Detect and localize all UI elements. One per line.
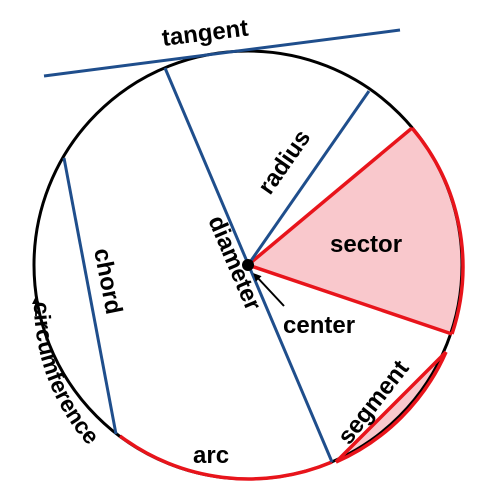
arc-highlight [118,434,333,481]
sector-label: sector [330,231,402,258]
center-point [242,259,254,271]
sector-edge-bottom [247,263,453,336]
segment-chord [334,350,448,464]
tangent-label: tangent [160,15,249,52]
radius-line [246,90,371,266]
circumference-label: circumference [29,301,105,449]
radius-label: radius [253,125,316,199]
chord-line [62,157,118,435]
sector-arc [410,126,465,335]
tangent-line [43,28,401,78]
center-label: center [283,312,355,339]
center-pointer-arrow [253,273,285,307]
segment-arc [335,351,448,464]
chord-label: chord [88,246,127,317]
arc-label: arc [193,442,229,469]
circumference-label-path: circumference [29,301,105,449]
sector-edge-top [246,126,414,267]
